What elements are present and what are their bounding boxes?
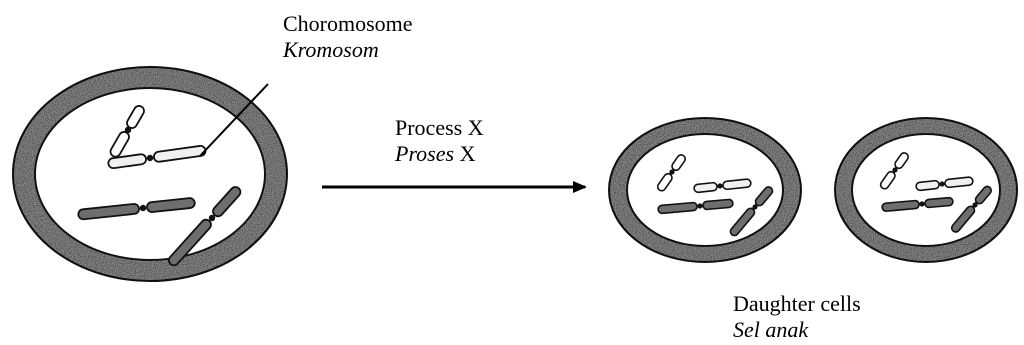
chromosome-label-malay: Kromosom xyxy=(283,37,379,62)
daughter-2-chromosome-1 xyxy=(879,152,909,190)
parent-chromosome-4 xyxy=(167,186,242,267)
daughter-2-chromosome-4 xyxy=(950,185,993,233)
process-word-english: Process xyxy=(395,115,463,140)
parent-cell xyxy=(12,66,288,282)
process-label-malay: Proses X xyxy=(395,141,484,167)
process-letter-malay: X xyxy=(459,141,476,166)
chromosome-label: Choromosome Kromosom xyxy=(283,11,413,63)
daughter-cells-label: Daughter cells Sel anak xyxy=(733,291,861,343)
daughter-2-chromosome-3 xyxy=(881,196,954,212)
parent-chromosome-2 xyxy=(107,145,207,170)
daughter-1-chromosome-4 xyxy=(729,186,774,237)
process-letter-english: X xyxy=(467,115,484,140)
parent-chromosome-1 xyxy=(109,105,145,158)
parent-cell-interior xyxy=(34,87,266,261)
daughter-1-chromosome-1 xyxy=(656,154,686,192)
daughter-cells-label-english: Daughter cells xyxy=(733,291,861,316)
daughter-2-chromosome-2 xyxy=(915,176,974,192)
chromosome-label-english: Choromosome xyxy=(283,11,413,36)
daughter-cell-2 xyxy=(834,117,1018,263)
process-word-malay: Proses xyxy=(395,141,455,166)
chromosome-leader-line xyxy=(199,83,269,157)
daughter-1-chromosome-3 xyxy=(657,198,734,215)
daughter-1-chromosome-2 xyxy=(693,178,752,194)
process-label: Process X Proses X xyxy=(395,115,484,167)
process-label-english: Process X xyxy=(395,115,484,141)
daughter-cell-1 xyxy=(608,117,802,263)
daughter-cells-label-malay: Sel anak xyxy=(733,317,809,342)
parent-chromosome-3 xyxy=(77,197,196,221)
